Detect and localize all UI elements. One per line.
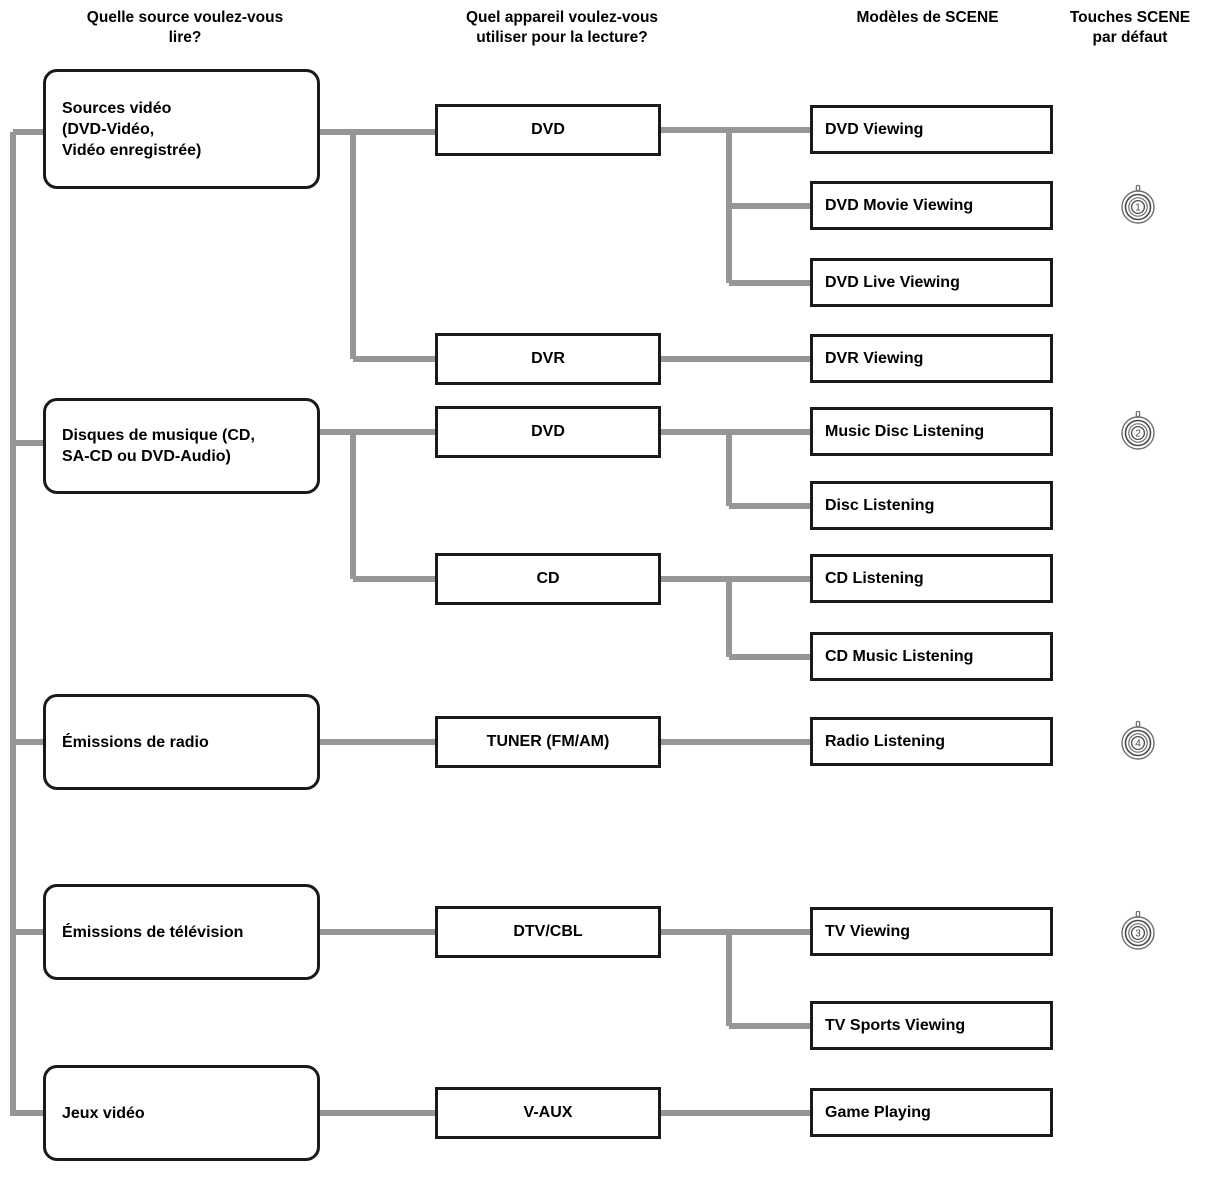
scene-label: DVD Live Viewing (825, 273, 960, 291)
scene-label: Game Playing (825, 1103, 931, 1121)
scene-key-number: 1 (1135, 203, 1141, 214)
source-label: Disques de musique (CD, SA-CD ou DVD-Aud… (62, 427, 255, 465)
scene-key-number: 4 (1135, 739, 1141, 750)
scene-box-tv-viewing[interactable]: TV Viewing (810, 907, 1053, 956)
device-box-v-aux[interactable]: V-AUX (435, 1087, 661, 1139)
scene-key-icon: 2 (1121, 410, 1155, 450)
scene-label: Radio Listening (825, 732, 945, 750)
scene-box-radio-listening[interactable]: Radio Listening (810, 717, 1053, 766)
scene-box-cd-listening[interactable]: CD Listening (810, 554, 1053, 603)
device-box-dtv-cbl[interactable]: DTV/CBL (435, 906, 661, 958)
device-label: CD (536, 570, 560, 587)
scene-key-icon: 1 (1121, 184, 1155, 224)
scene-key-icon: 4 (1121, 720, 1155, 760)
source-box-tv[interactable]: Émissions de télévision (43, 884, 320, 980)
scene-key-number: 3 (1135, 929, 1141, 940)
scene-label: TV Sports Viewing (825, 1016, 966, 1034)
device-box-dvd-video[interactable]: DVD (435, 104, 661, 156)
scene-key-icon: 3 (1121, 910, 1155, 950)
scene-key-button-2[interactable]: 2 (1117, 410, 1159, 452)
device-label: DVR (531, 350, 565, 367)
scene-label: DVD Movie Viewing (825, 196, 974, 214)
device-label: DVD (531, 423, 565, 440)
scene-box-game-playing[interactable]: Game Playing (810, 1088, 1053, 1137)
scene-box-tv-sports-viewing[interactable]: TV Sports Viewing (810, 1001, 1053, 1050)
column-header-source: Quelle source voulez-vous lire? (86, 9, 284, 46)
device-label: TUNER (FM/AM) (486, 733, 610, 750)
scene-box-dvr-viewing[interactable]: DVR Viewing (810, 334, 1053, 383)
scene-key-button-1[interactable]: 1 (1117, 184, 1159, 226)
scene-key-button-4[interactable]: 4 (1117, 720, 1159, 762)
column-header-device: Quel appareil voulez-vous utiliser pour … (465, 9, 659, 46)
scene-label: CD Music Listening (825, 647, 974, 665)
source-label: Sources vidéo (DVD-Vidéo, Vidéo enregist… (62, 99, 202, 159)
source-box-radio[interactable]: Émissions de radio (43, 694, 320, 790)
scene-label: Disc Listening (825, 496, 935, 514)
scene-box-dvd-viewing[interactable]: DVD Viewing (810, 105, 1053, 154)
device-box-tuner[interactable]: TUNER (FM/AM) (435, 716, 661, 768)
source-label: Émissions de télévision (62, 923, 244, 941)
scene-label: TV Viewing (825, 922, 911, 940)
device-box-dvd-music[interactable]: DVD (435, 406, 661, 458)
scene-label: CD Listening (825, 569, 924, 587)
scene-label: DVR Viewing (825, 349, 924, 367)
scene-box-music-disc-listening[interactable]: Music Disc Listening (810, 407, 1053, 456)
scene-box-dvd-movie-viewing[interactable]: DVD Movie Viewing (810, 181, 1053, 230)
device-box-dvr[interactable]: DVR (435, 333, 661, 385)
source-box-video[interactable]: Sources vidéo (DVD-Vidéo, Vidéo enregist… (43, 69, 320, 189)
scene-key-number: 2 (1135, 429, 1141, 440)
source-box-games[interactable]: Jeux vidéo (43, 1065, 320, 1161)
scene-label: DVD Viewing (825, 120, 924, 138)
source-label: Jeux vidéo (62, 1104, 145, 1122)
device-label: DVD (531, 121, 565, 138)
scene-box-cd-music-listening[interactable]: CD Music Listening (810, 632, 1053, 681)
column-header-scene-keys: Touches SCENE par défaut (1069, 9, 1191, 46)
device-box-cd[interactable]: CD (435, 553, 661, 605)
scene-key-button-3[interactable]: 3 (1117, 910, 1159, 952)
scene-label: Music Disc Listening (825, 422, 985, 440)
column-header-scene-models: Modèles de SCENE (856, 9, 999, 26)
source-label: Émissions de radio (62, 733, 209, 751)
device-label: V-AUX (523, 1104, 573, 1121)
device-label: DTV/CBL (513, 923, 583, 940)
source-box-music[interactable]: Disques de musique (CD, SA-CD ou DVD-Aud… (43, 398, 320, 494)
scene-box-disc-listening[interactable]: Disc Listening (810, 481, 1053, 530)
scene-box-dvd-live-viewing[interactable]: DVD Live Viewing (810, 258, 1053, 307)
